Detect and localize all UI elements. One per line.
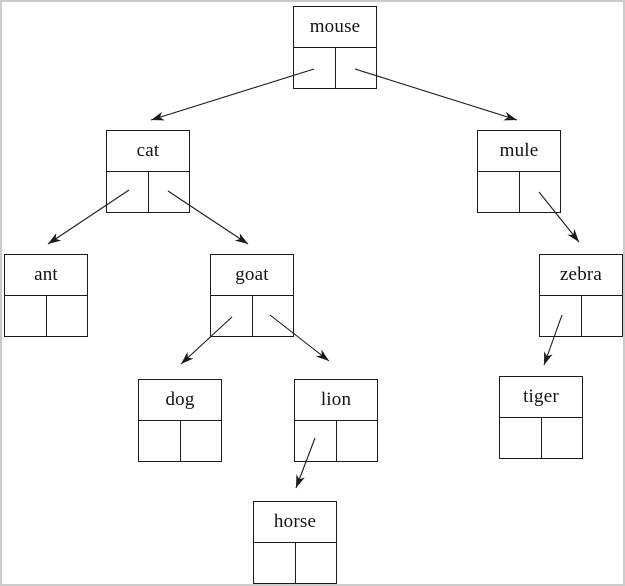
node-pointer-cells xyxy=(254,543,336,583)
right-pointer-cell xyxy=(149,172,190,212)
left-pointer-cell xyxy=(5,296,47,336)
left-pointer-cell xyxy=(139,421,181,461)
right-pointer-cell xyxy=(47,296,88,336)
node-pointer-cells xyxy=(294,48,376,88)
right-pointer-cell xyxy=(336,48,377,88)
tree-node-horse: horse xyxy=(253,501,337,584)
node-pointer-cells xyxy=(139,421,221,461)
node-label: goat xyxy=(211,255,293,296)
edge-mouse-left-to-cat xyxy=(150,68,315,121)
tree-node-cat: cat xyxy=(106,130,190,213)
tree-node-zebra: zebra xyxy=(539,254,623,337)
node-label: zebra xyxy=(540,255,622,296)
left-pointer-cell xyxy=(254,543,296,583)
edge-mouse-right-to-mule xyxy=(354,68,518,121)
left-pointer-cell xyxy=(295,421,337,461)
node-pointer-cells xyxy=(211,296,293,336)
left-pointer-cell xyxy=(500,418,542,458)
left-pointer-cell xyxy=(540,296,582,336)
node-pointer-cells xyxy=(500,418,582,458)
left-pointer-cell xyxy=(107,172,149,212)
tree-node-mule: mule xyxy=(477,130,561,213)
node-label: dog xyxy=(139,380,221,421)
node-pointer-cells xyxy=(540,296,622,336)
tree-node-goat: goat xyxy=(210,254,294,337)
left-pointer-cell xyxy=(478,172,520,212)
node-pointer-cells xyxy=(295,421,377,461)
right-pointer-cell xyxy=(542,418,583,458)
node-label: mouse xyxy=(294,7,376,48)
right-pointer-cell xyxy=(181,421,222,461)
node-label: cat xyxy=(107,131,189,172)
node-pointer-cells xyxy=(5,296,87,336)
left-pointer-cell xyxy=(211,296,253,336)
right-pointer-cell xyxy=(582,296,623,336)
node-label: lion xyxy=(295,380,377,421)
tree-node-dog: dog xyxy=(138,379,222,462)
node-pointer-cells xyxy=(478,172,560,212)
tree-node-mouse: mouse xyxy=(293,6,377,89)
node-label: mule xyxy=(478,131,560,172)
tree-node-tiger: tiger xyxy=(499,376,583,459)
right-pointer-cell xyxy=(296,543,337,583)
node-label: tiger xyxy=(500,377,582,418)
node-label: horse xyxy=(254,502,336,543)
node-pointer-cells xyxy=(107,172,189,212)
tree-node-ant: ant xyxy=(4,254,88,337)
right-pointer-cell xyxy=(520,172,561,212)
right-pointer-cell xyxy=(253,296,294,336)
right-pointer-cell xyxy=(337,421,378,461)
node-label: ant xyxy=(5,255,87,296)
tree-node-lion: lion xyxy=(294,379,378,462)
left-pointer-cell xyxy=(294,48,336,88)
